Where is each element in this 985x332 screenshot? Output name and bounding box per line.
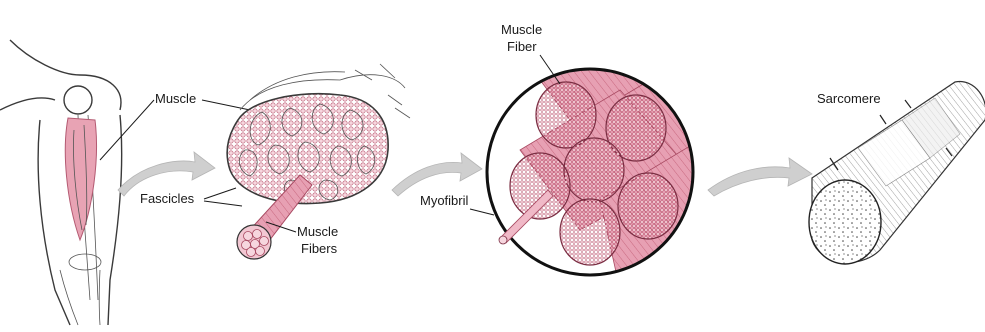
- leader-muscle-cross: [202, 100, 250, 110]
- leader-fascicles-2: [204, 201, 242, 206]
- arm-illustration: [0, 40, 122, 325]
- leader-fascicles-1: [204, 188, 236, 199]
- arrow-1: [118, 152, 215, 196]
- fiber-magnified-view: [487, 20, 720, 290]
- label-muscle-fiber-line2: Fiber: [507, 39, 537, 54]
- leader-myofibril: [470, 209, 494, 215]
- arrow-3: [708, 158, 812, 196]
- label-sarcomere: Sarcomere: [817, 91, 881, 106]
- label-myofibril: Myofibril: [420, 193, 469, 208]
- label-fascicles: Fascicles: [140, 191, 195, 206]
- leader-muscle-arm: [100, 100, 154, 160]
- biceps-muscle: [65, 118, 96, 240]
- label-muscle: Muscle: [155, 91, 196, 106]
- label-muscle-fibers-line1: Muscle: [297, 224, 338, 239]
- label-muscle-fiber-line1: Muscle: [501, 22, 542, 37]
- myofibril-sarcomere-view: [809, 82, 985, 264]
- arrow-2: [392, 153, 482, 196]
- label-muscle-fibers-line2: Fibers: [301, 241, 338, 256]
